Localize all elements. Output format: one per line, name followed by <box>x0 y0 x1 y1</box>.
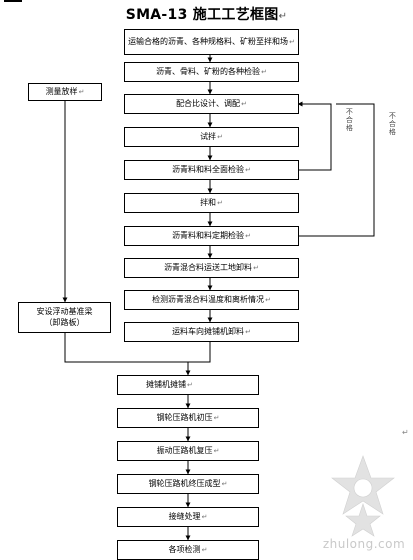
step-materials-inspection: 沥青、骨料、矿粉的各种检验↵ <box>124 62 299 82</box>
step-trial-mix: 试拌↵ <box>124 127 299 147</box>
corner-tick <box>4 0 22 2</box>
step-secondary-compaction: 振动压路机复压↵ <box>117 441 259 461</box>
merge-line <box>64 333 211 363</box>
step-unload-to-paver: 运料车向摊铺机卸料↵ <box>124 322 299 342</box>
step-mixing: 拌和↵ <box>124 193 299 213</box>
note-outer-fail: 不合格 <box>388 112 397 136</box>
step-periodic-inspection: 沥青料和料定期检验↵ <box>124 226 299 246</box>
step-final-testing: 各项检测↵ <box>117 540 259 560</box>
step-survey-layout: 测量放样↵ <box>28 83 102 101</box>
step-transport-mixture: 沥青混合料运送工地卸料↵ <box>124 258 299 278</box>
diagram-title: SMA-13 施工工艺框图↵ <box>125 7 288 23</box>
step-transport-materials: 运输合格的沥青、各种规格料、矿粉至拌和场↵ <box>124 29 299 55</box>
step-full-inspection: 沥青料和料全面检验↵ <box>124 160 299 180</box>
loop-inner <box>297 101 332 171</box>
note-inner-fail: 不合格 <box>345 108 354 132</box>
step-final-compaction: 钢轮压路机终压成型↵ <box>117 474 259 494</box>
step-mix-design: 配合比设计、调配↵ <box>124 94 299 114</box>
loop-outer <box>298 103 375 237</box>
step-reference-beam: 安设浮动基准梁 （卸路板） <box>18 302 111 333</box>
step-initial-compaction: 钢轮压路机初压↵ <box>117 408 259 428</box>
watermark-logo <box>331 455 395 537</box>
step-paving: 摊铺机摊铺↵ <box>117 375 259 395</box>
corner-return-mark: ↵ <box>402 428 409 437</box>
step-joint-treatment: 接缝处理↵ <box>117 507 259 527</box>
watermark-text: zhulong.com <box>322 537 406 551</box>
step-temperature-check: 检测沥青混合料温度和离析情况↵ <box>124 290 299 310</box>
